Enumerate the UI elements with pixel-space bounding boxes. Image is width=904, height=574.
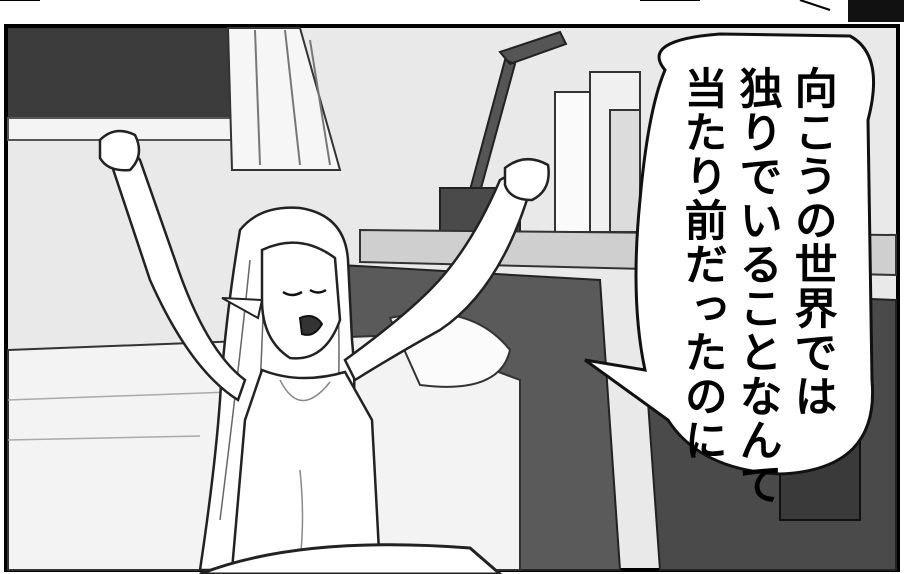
upper-panel-edge (0, 0, 831, 11)
character-face (260, 241, 342, 360)
window-dark (8, 28, 268, 120)
speech-bubble (584, 32, 876, 476)
top-right-black-corner (848, 0, 904, 22)
left-fist (98, 129, 141, 172)
speech-line-3: 当たり前だったのに (677, 66, 728, 462)
foreground-object (199, 543, 503, 574)
speech-line-2: 独りでいることなんて (732, 66, 783, 506)
books (554, 71, 641, 233)
right-fist (503, 158, 550, 202)
open-mouth (298, 315, 324, 336)
elf-ear (221, 297, 264, 320)
speech-line-1: 向こうの世界では (787, 66, 838, 418)
